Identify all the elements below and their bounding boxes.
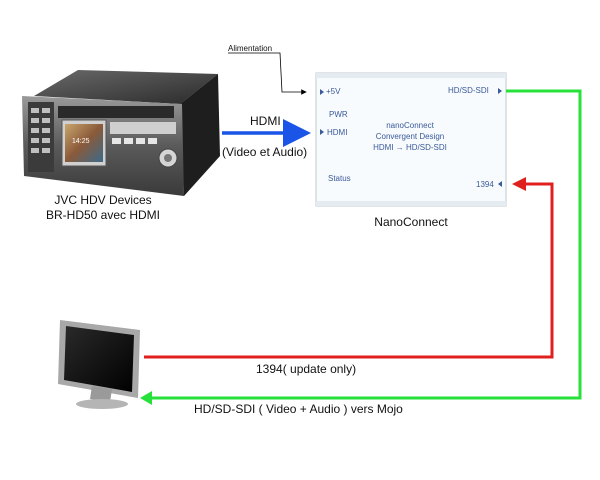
nanoconnect-caption: NanoConnect <box>374 215 448 229</box>
nanoconnect-brand-line1: nanoConnect <box>386 121 434 130</box>
sdi-arrowhead <box>140 391 152 405</box>
port-out-icon <box>498 88 502 94</box>
camera-screen-time: 14:25 <box>72 138 90 145</box>
firewire-arrowhead <box>512 177 526 191</box>
firewire-line <box>144 182 554 359</box>
nanoconnect-port-pwr: PWR <box>329 110 348 119</box>
nanoconnect-port-5v: +5V <box>326 87 341 96</box>
nanoconnect-port-hdmi: HDMI <box>327 128 348 137</box>
nanoconnect-brand-line3: HDMI → HD/SD-SDI <box>373 143 447 152</box>
nanoconnect-box <box>315 72 507 207</box>
power-line <box>228 52 307 95</box>
sdi-line <box>148 89 582 400</box>
nanoconnect-box-top <box>316 73 506 78</box>
nanoconnect-port-status: Status <box>328 174 351 183</box>
port-5v-icon <box>320 89 324 95</box>
jvc-deck-illustration <box>22 70 220 196</box>
monitor-illustration <box>58 320 140 409</box>
nanoconnect-port-out: HD/SD-SDI <box>448 86 489 95</box>
nanoconnect-brand-line2: Convergent Design <box>375 132 445 141</box>
camera-caption-line2: BR-HD50 avec HDMI <box>45 208 161 222</box>
nanoconnect-box-bottom <box>316 201 506 206</box>
hdmi-subtitle: (Video et Audio) <box>222 145 308 159</box>
port-1394-icon <box>498 181 502 187</box>
sdi-label: HD/SD-SDI ( Video + Audio ) vers Mojo <box>194 402 403 416</box>
firewire-label: 1394( update only) <box>256 362 357 376</box>
camera-caption-line1: JVC HDV Devices <box>54 193 152 207</box>
power-label: Alimentation <box>228 44 273 53</box>
port-hdmi-icon <box>320 129 324 135</box>
nanoconnect-port-1394: 1394 <box>476 180 494 189</box>
hdmi-title: HDMI <box>250 114 281 128</box>
